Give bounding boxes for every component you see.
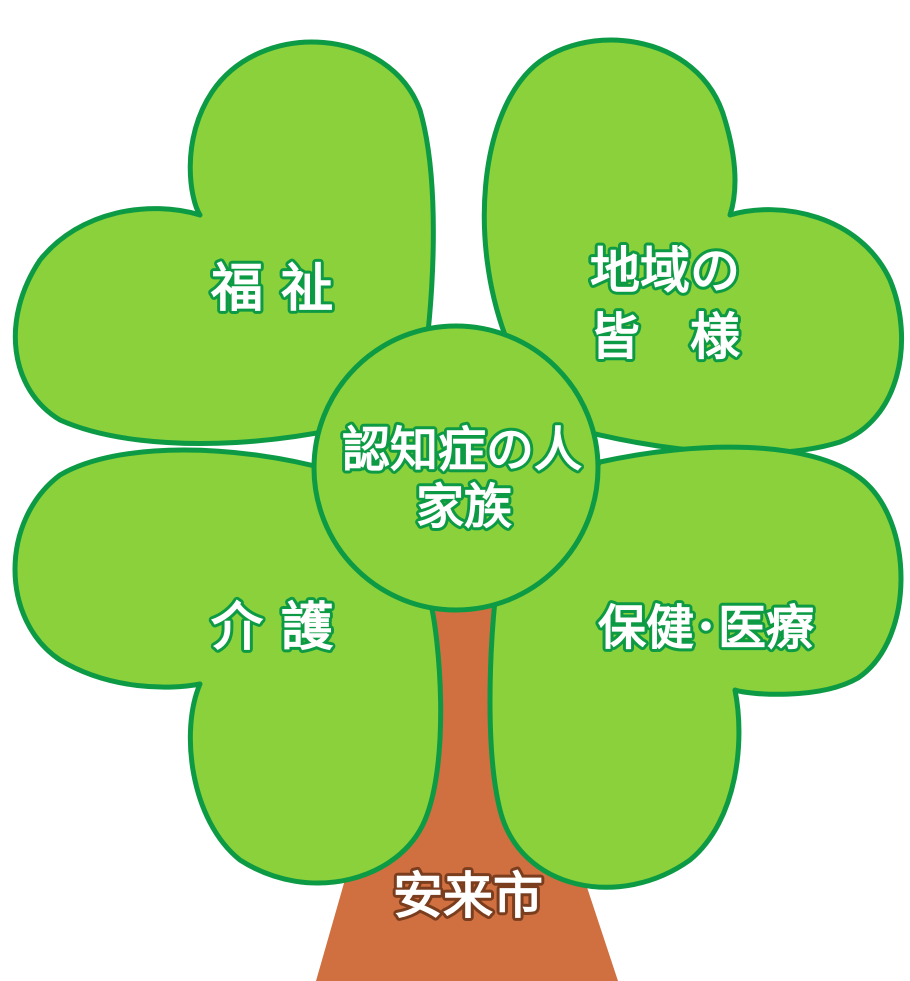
center-label-line1: 認知症の人 bbox=[342, 422, 582, 478]
leaf-community-label-line1: 地域の bbox=[590, 242, 740, 300]
leaf-community bbox=[481, 37, 904, 456]
leaf-care-label: 介 護 bbox=[211, 598, 334, 658]
tree-trunk bbox=[316, 600, 618, 981]
center-label-line2: 家族 bbox=[416, 479, 512, 535]
leaf-community-label-line2: 皆 様 bbox=[590, 308, 741, 366]
leaf-welfare-label: 福 祉 bbox=[210, 259, 333, 319]
trunk-label: 安来市 bbox=[393, 867, 543, 925]
center-circle bbox=[311, 323, 601, 613]
leaf-care bbox=[12, 447, 444, 886]
leaf-welfare bbox=[12, 39, 436, 447]
leaf-health-medical bbox=[487, 444, 904, 890]
leaf-health-medical-label: 保健･医療 bbox=[598, 600, 814, 656]
